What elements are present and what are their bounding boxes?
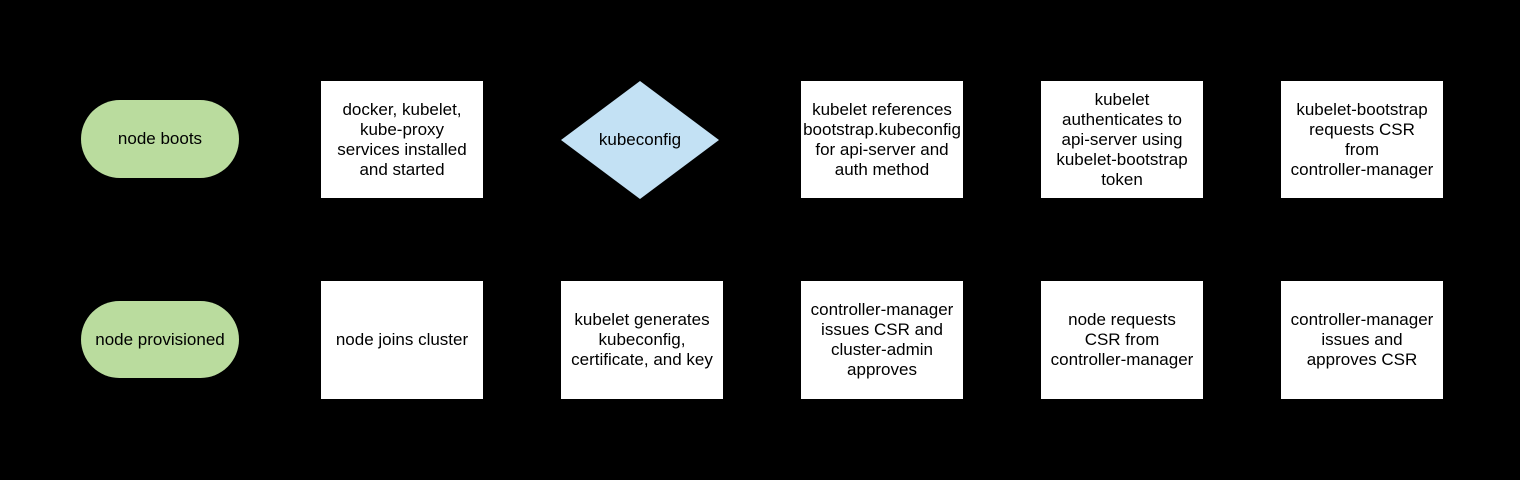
process-controller-manager-issues-csr: controller-manager issues CSR and cluste… [801, 281, 963, 399]
node-label: kubelet generates kubeconfig, certificat… [571, 310, 713, 369]
node-label: controller-manager issues CSR and cluste… [810, 300, 954, 379]
node-label: controller-manager issues and approves C… [1290, 310, 1434, 369]
process-kubelet-authenticates: kubelet authenticates to api-server usin… [1041, 81, 1203, 198]
node-label: kubelet authenticates to api-server usin… [1056, 89, 1188, 189]
process-services-installed: docker, kubelet, kube-proxy services ins… [321, 81, 483, 198]
process-kubelet-references-bootstrap-kubeconfig: kubelet references bootstrap.kubeconfig … [801, 81, 963, 198]
node-label: docker, kubelet, kube-proxy services ins… [337, 99, 467, 179]
process-kubelet-generates-kubeconfig: kubelet generates kubeconfig, certificat… [561, 281, 723, 399]
node-label: node joins cluster [335, 330, 469, 349]
process-node-requests-csr: node requests CSR from controller-manage… [1041, 281, 1203, 399]
decision-kubeconfig: kubeconfig [561, 81, 719, 199]
node-label: node boots [117, 129, 203, 148]
process-kubelet-bootstrap-requests-csr: kubelet-bootstrap requests CSR from cont… [1281, 81, 1443, 198]
process-controller-manager-issues-and-approves-csr: controller-manager issues and approves C… [1281, 281, 1443, 399]
process-node-joins-cluster: node joins cluster [321, 281, 483, 399]
node-label: kubeconfig [598, 130, 682, 149]
node-label: node requests CSR from controller-manage… [1050, 310, 1194, 369]
node-label: node provisioned [95, 329, 225, 349]
terminator-node-boots: node boots [81, 100, 239, 178]
node-label: kubelet-bootstrap requests CSR from cont… [1290, 99, 1434, 179]
node-label: kubelet references bootstrap.kubeconfig … [803, 99, 961, 179]
terminator-node-provisioned: node provisioned [81, 301, 239, 378]
